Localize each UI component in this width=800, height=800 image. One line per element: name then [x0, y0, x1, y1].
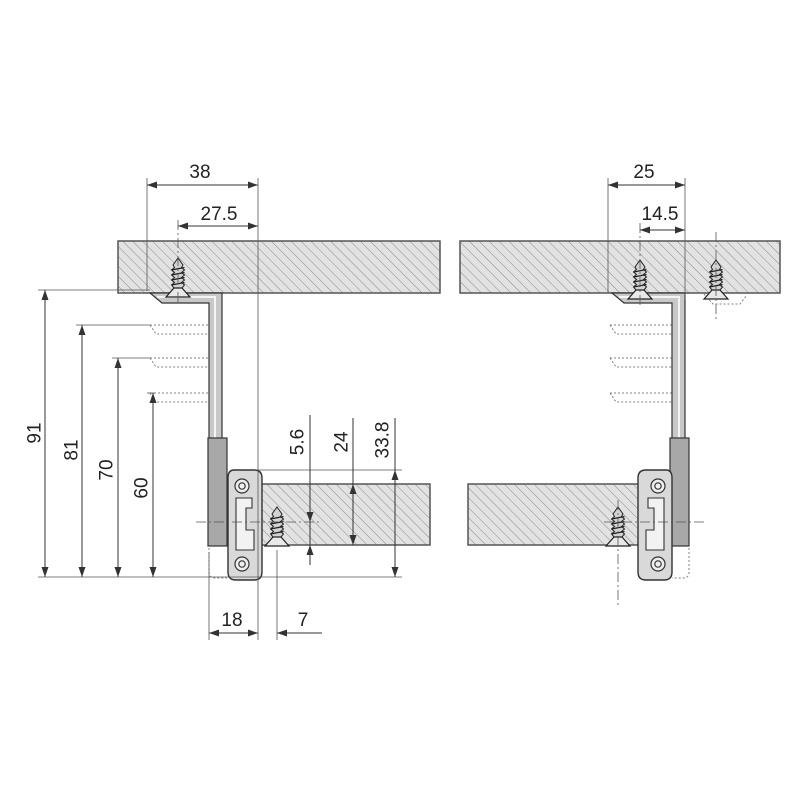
alt-position-line	[149, 324, 210, 335]
dim-label-screw-offset: 5.6	[288, 429, 309, 455]
slide-ball-left-bottom-inner	[238, 560, 246, 568]
dim-label-height-b: 81	[62, 439, 83, 460]
alt-position-line	[609, 324, 672, 335]
alternate-positions-left	[149, 324, 210, 403]
top-board-left	[117, 240, 441, 294]
dim-label-board-thickness: 24	[332, 431, 353, 453]
rail-right-outline-dotted	[672, 548, 690, 579]
rail-right	[669, 437, 690, 547]
dim-label-rail-gap: 18	[221, 610, 242, 631]
slide-ball-right-bottom-inner	[654, 560, 662, 568]
dim-label-left-screw: 27.5	[201, 204, 238, 225]
alt-position-line	[149, 357, 210, 368]
dim-label-height-d: 60	[132, 477, 153, 498]
dim-label-right-overall: 25	[633, 162, 654, 183]
drawer-side-right	[467, 483, 641, 546]
top-board-right	[459, 240, 781, 294]
alt-position-line	[609, 357, 672, 368]
alt-position-line	[609, 392, 672, 403]
slide-ball-right-top-inner	[654, 482, 662, 490]
extension-lines	[38, 178, 686, 640]
dim-label-height-c: 70	[97, 459, 118, 480]
rail-left	[207, 437, 228, 547]
slide-ball-left-top-inner	[238, 482, 246, 490]
dim-label-left-overall: 38	[189, 162, 210, 183]
hidden-screw-head-outline	[703, 293, 747, 305]
dim-label-right-screw: 14.5	[642, 204, 679, 225]
alternate-positions-right	[609, 293, 747, 403]
slide-channel-left	[235, 497, 255, 551]
drawer-side-left	[255, 483, 431, 546]
dim-label-height-a: 91	[25, 422, 46, 443]
slide-channel-right	[645, 497, 665, 551]
dim-label-screw-inset: 7	[298, 610, 309, 631]
rail-left-outline-dotted	[208, 548, 227, 579]
alt-position-line	[149, 392, 210, 403]
dim-label-slide-height: 33.8	[373, 422, 394, 459]
